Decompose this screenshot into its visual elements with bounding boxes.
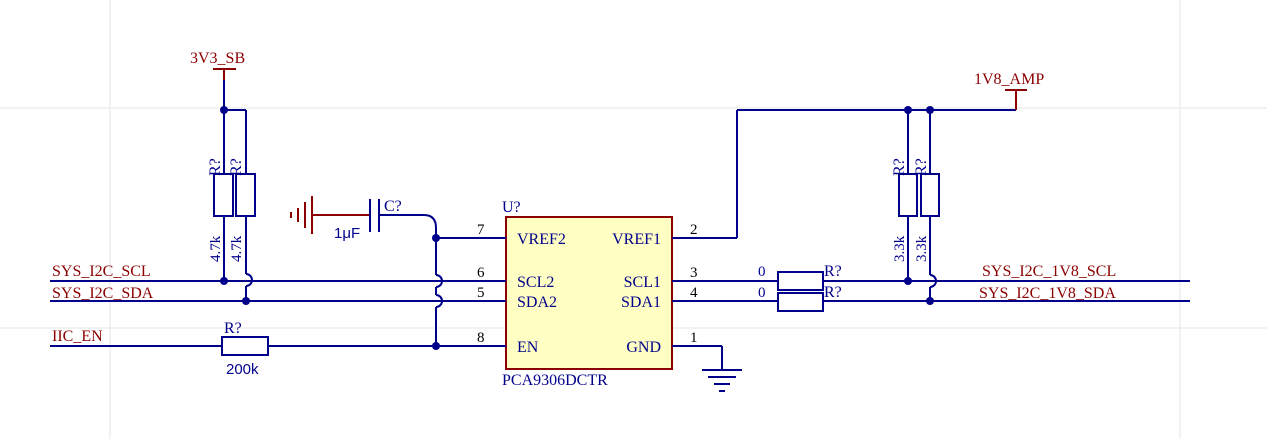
ic-ref: U? [502, 199, 521, 216]
resistor-ref: R? [228, 158, 245, 176]
power-label-1v8-amp: 1V8_AMP [974, 71, 1044, 88]
resistor-value: 3.3k [892, 235, 908, 262]
net-label-sys-i2c-1v8-sda[interactable]: SYS_I2C_1V8_SDA [979, 285, 1116, 302]
resistor-value: 4.7k [208, 235, 224, 262]
resistor-value: 4.7k [229, 235, 245, 262]
capacitor-1uf[interactable]: C? 1μF [334, 198, 402, 242]
junction-dot [904, 277, 912, 285]
net-label-sys-i2c-scl[interactable]: SYS_I2C_SCL [52, 263, 151, 280]
pin-name: EN [517, 339, 539, 356]
ic-part-number: PCA9306DCTR [502, 372, 608, 389]
resistor-pullup-left-2[interactable]: R? 4.7k [228, 158, 256, 262]
pin-name: SDA2 [517, 294, 557, 311]
pin-name: SCL2 [517, 274, 554, 291]
ground-symbol-ic[interactable] [702, 369, 742, 392]
pin-name: SDA1 [621, 294, 661, 311]
resistor-ref: R? [224, 320, 242, 337]
junction-dot [926, 297, 934, 305]
pin-name: VREF1 [612, 231, 661, 248]
pin-number: 3 [690, 265, 698, 281]
ground-symbol-capacitor[interactable] [290, 196, 313, 234]
power-port-1v8-amp[interactable]: 1V8_AMP [974, 71, 1044, 91]
capacitor-value: 1μF [334, 225, 360, 242]
junction-dot [242, 297, 250, 305]
resistor-value: 0 [758, 264, 766, 280]
pin-number: 4 [690, 285, 698, 301]
resistor-ref: R? [824, 284, 842, 301]
junction-dot [220, 106, 228, 114]
resistor-value: 0 [758, 285, 766, 301]
pin-number: 8 [477, 330, 485, 346]
resistor-ref: R? [824, 263, 842, 280]
resistor-en-200k[interactable]: R? 200k [221, 320, 269, 378]
power-label-3v3-sb: 3V3_SB [190, 50, 245, 67]
pin-number: 5 [477, 285, 485, 301]
pin-name: GND [626, 339, 661, 356]
resistor-ref: R? [891, 158, 908, 176]
pin-name: VREF2 [517, 231, 566, 248]
power-port-3v3-sb[interactable]: 3V3_SB [190, 50, 245, 80]
resistor-ref: R? [207, 158, 224, 176]
pin-number: 2 [690, 222, 698, 238]
net-label-sys-i2c-sda[interactable]: SYS_I2C_SDA [52, 285, 154, 302]
net-label-sys-i2c-1v8-scl[interactable]: SYS_I2C_1V8_SCL [982, 263, 1116, 280]
pin-name: SCL1 [624, 274, 661, 291]
resistor-series-sda[interactable]: 0 R? [758, 284, 842, 312]
resistor-value: 200k [226, 361, 259, 378]
pin-number: 7 [477, 222, 485, 238]
pin-number: 6 [477, 265, 485, 281]
pin-number: 1 [690, 330, 698, 346]
resistor-value: 3.3k [914, 235, 930, 262]
junction-dot [220, 277, 228, 285]
capacitor-ref: C? [384, 198, 402, 215]
ic-pca9306[interactable]: U? PCA9306DCTR 7 6 5 8 VREF2 SCL2 SDA2 E… [474, 199, 706, 389]
resistor-ref: R? [913, 158, 930, 176]
net-label-iic-en[interactable]: IIC_EN [52, 328, 103, 345]
resistor-pullup-right-1[interactable]: R? 3.3k [891, 158, 918, 262]
